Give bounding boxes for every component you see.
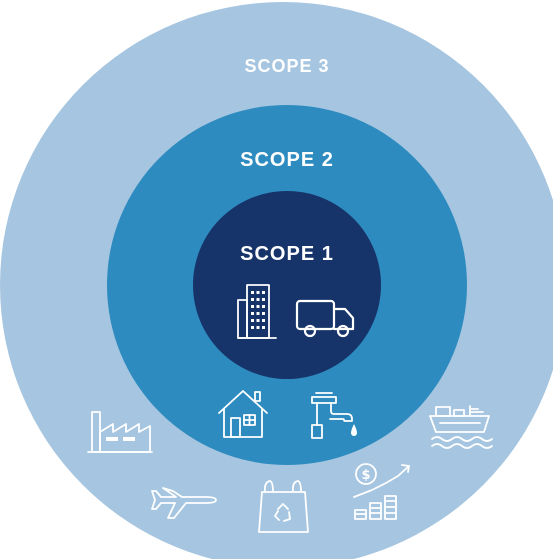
cargo-ship-icon	[429, 405, 493, 449]
office-building-icon	[237, 284, 277, 339]
factory-icon	[87, 411, 153, 453]
svg-text:$: $	[361, 468, 370, 483]
water-faucet-icon	[311, 392, 357, 439]
airplane-icon	[151, 487, 217, 519]
delivery-truck-icon	[295, 299, 355, 338]
house-icon	[218, 390, 268, 438]
finance-growth-icon: $	[353, 463, 410, 520]
scope-3-label: SCOPE 3	[244, 56, 329, 76]
scope-2-label: SCOPE 2	[240, 149, 334, 171]
plastic-bag-recycle-icon	[258, 480, 309, 533]
scope-1-core	[193, 191, 381, 379]
scope-1-label: SCOPE 1	[240, 243, 334, 265]
